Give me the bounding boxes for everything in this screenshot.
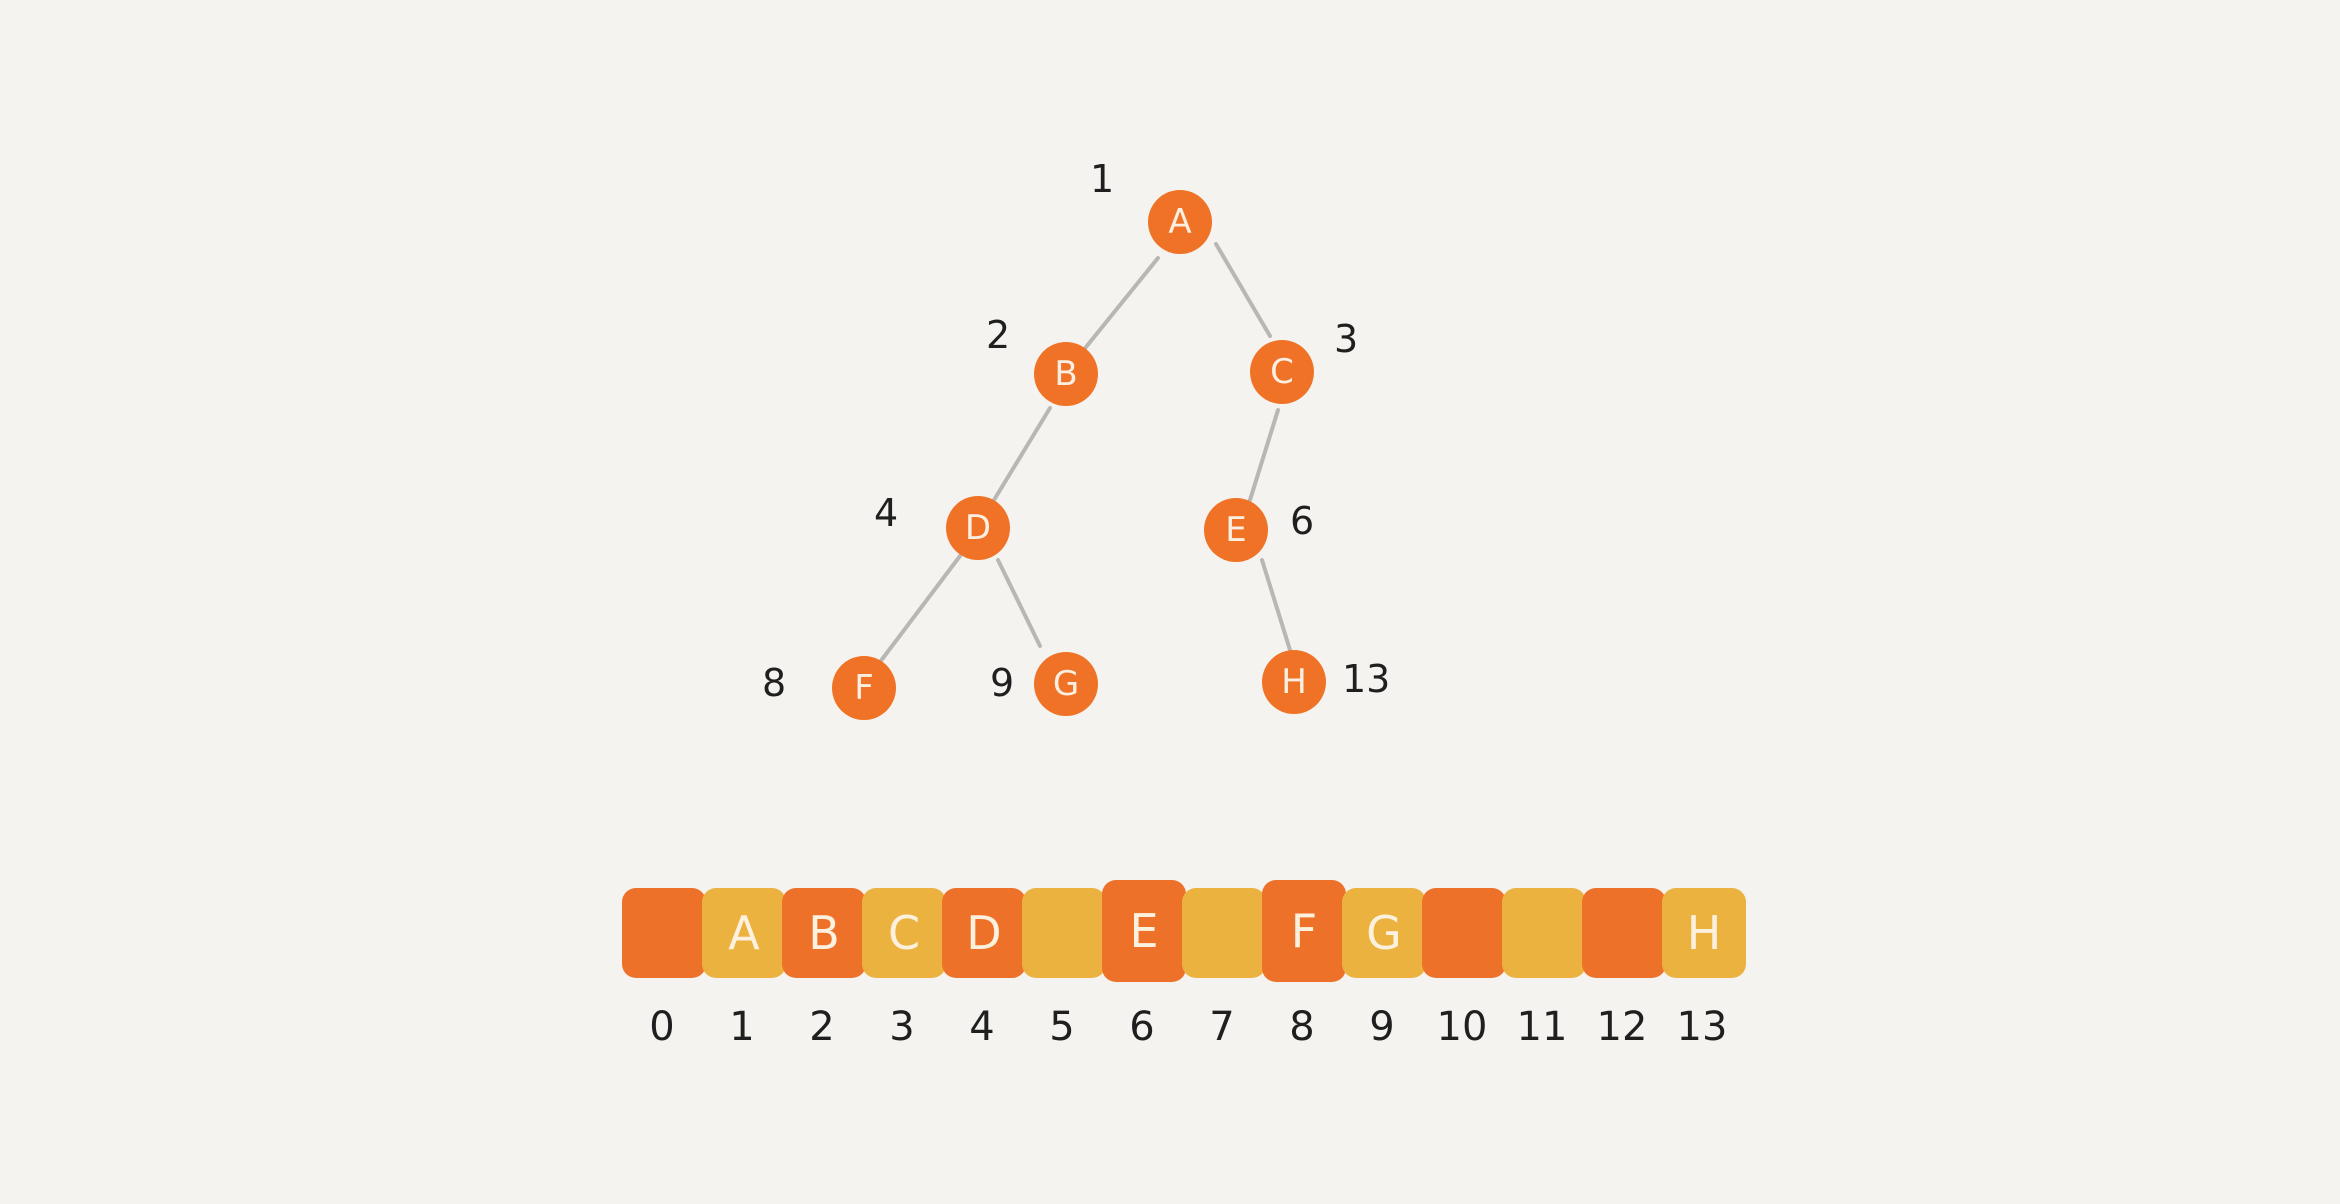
array-index-11: 11 xyxy=(1516,1004,1568,1050)
array-cell-1: A xyxy=(702,888,786,978)
array-index-9: 9 xyxy=(1369,1004,1395,1050)
array-index-4: 4 xyxy=(969,1004,995,1050)
array-index-0: 0 xyxy=(649,1004,675,1050)
tree-node-a: A xyxy=(1148,190,1212,254)
array-row: A B C D E F G H xyxy=(622,880,1746,982)
array-cell-2: B xyxy=(782,888,866,978)
array-index-row: 0 1 2 3 4 5 6 7 8 9 10 11 12 13 xyxy=(622,1004,1742,1050)
array-cell-13: H xyxy=(1662,888,1746,978)
array-index-7: 7 xyxy=(1209,1004,1235,1050)
array-index-1: 1 xyxy=(729,1004,755,1050)
edge-d-f xyxy=(878,554,962,664)
tree-node-f-index: 8 xyxy=(762,661,787,705)
tree-node-d: D xyxy=(946,496,1010,560)
array-cell-3: C xyxy=(862,888,946,978)
tree-node-b: B xyxy=(1034,342,1098,406)
array-cell-7 xyxy=(1182,888,1266,978)
edge-a-b xyxy=(1080,256,1160,354)
tree-node-g-index: 9 xyxy=(990,661,1015,705)
edge-d-g xyxy=(996,558,1042,648)
array-index-10: 10 xyxy=(1436,1004,1488,1050)
tree-node-a-index: 1 xyxy=(1090,157,1115,201)
edge-c-e xyxy=(1248,408,1280,502)
array-index-5: 5 xyxy=(1049,1004,1075,1050)
array-cell-6: E xyxy=(1102,880,1186,982)
array-cell-4: D xyxy=(942,888,1026,978)
tree-node-e: E xyxy=(1204,498,1268,562)
array-cell-5 xyxy=(1022,888,1106,978)
tree-node-h-index: 13 xyxy=(1342,657,1391,701)
edge-e-h xyxy=(1260,558,1292,652)
array-cell-8: F xyxy=(1262,880,1346,982)
tree-node-b-index: 2 xyxy=(986,313,1011,357)
tree-node-g: G xyxy=(1034,652,1098,716)
tree-node-e-index: 6 xyxy=(1290,499,1315,543)
array-index-12: 12 xyxy=(1596,1004,1648,1050)
tree-node-h: H xyxy=(1262,650,1326,714)
tree-node-f: F xyxy=(832,656,896,720)
tree-node-c: C xyxy=(1250,340,1314,404)
array-cell-12 xyxy=(1582,888,1666,978)
edge-b-d xyxy=(992,406,1052,502)
edge-a-c xyxy=(1214,242,1272,338)
array-index-6: 6 xyxy=(1129,1004,1155,1050)
array-cell-9: G xyxy=(1342,888,1426,978)
array-index-13: 13 xyxy=(1676,1004,1728,1050)
array-index-3: 3 xyxy=(889,1004,915,1050)
tree-node-d-index: 4 xyxy=(874,491,899,535)
array-index-2: 2 xyxy=(809,1004,835,1050)
array-cell-0 xyxy=(622,888,706,978)
array-index-8: 8 xyxy=(1289,1004,1315,1050)
array-cell-11 xyxy=(1502,888,1586,978)
tree-node-c-index: 3 xyxy=(1334,317,1359,361)
array-cell-10 xyxy=(1422,888,1506,978)
